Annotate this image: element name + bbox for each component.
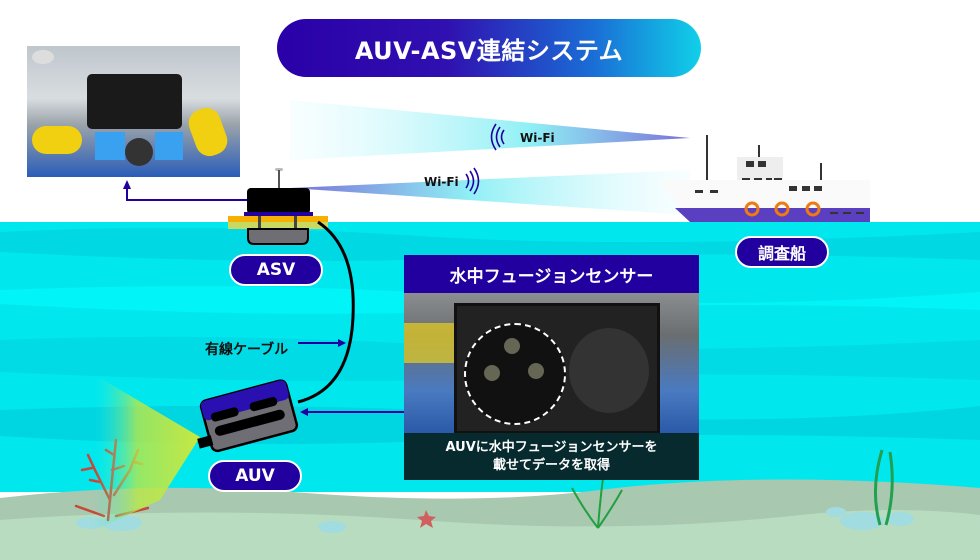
asv-label: ASV: [229, 254, 323, 286]
auv-label: AUV: [208, 460, 302, 492]
sensor-caption-line1: AUVに水中フュージョンセンサーを: [445, 439, 658, 455]
wifi-label-down: Wi-Fi: [424, 175, 459, 189]
fusion-sensor-panel: 水中フュージョンセンサー AUVに水中フュージョンセンサーを 載せてデータを取得: [404, 255, 699, 480]
ship-label: 調査船: [735, 236, 829, 268]
sensor-caption-line2: 載せてデータを取得: [492, 457, 610, 473]
asv-photo: [27, 46, 240, 177]
sensor-caption: AUVに水中フュージョンセンサーを 載せてデータを取得: [404, 433, 699, 480]
page-title: AUV-ASV連結システム: [277, 19, 701, 77]
sensor-photo: [404, 293, 699, 433]
cable-label: 有線ケーブル: [205, 342, 289, 358]
wifi-label-up: Wi-Fi: [520, 131, 555, 145]
sensor-heading: 水中フュージョンセンサー: [404, 255, 699, 293]
